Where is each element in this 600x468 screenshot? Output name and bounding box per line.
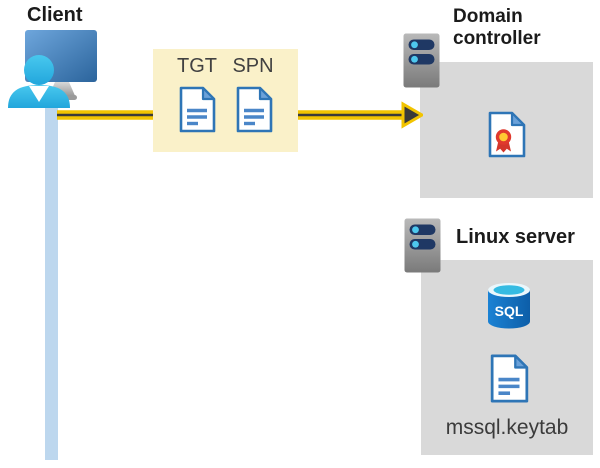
keytab-file-label: mssql.keytab: [445, 416, 569, 439]
linux-server-icon: [404, 218, 441, 273]
arrow-head-icon: [401, 101, 423, 129]
client-label: Client: [27, 4, 83, 26]
spn-label: SPN: [232, 55, 274, 77]
credentials-box: TGT SPN: [153, 49, 298, 152]
certificate-icon: [488, 111, 526, 158]
domain-controller-server-icon: [403, 33, 440, 88]
spn-document-icon: [236, 86, 273, 133]
keytab-document-icon: [490, 354, 529, 403]
person-icon: [8, 55, 70, 108]
tgt-document-icon: [179, 86, 216, 133]
sql-database-icon: SQL: [488, 283, 530, 329]
linux-server-label: Linux server: [456, 226, 575, 248]
domain-controller-label: Domain controller: [453, 6, 541, 49]
sql-badge-label: SQL: [495, 303, 524, 319]
tgt-label: TGT: [177, 55, 217, 77]
certificate-seal: [495, 129, 512, 145]
client-lifeline: [45, 96, 58, 460]
client-workstation-icon: [8, 30, 97, 108]
